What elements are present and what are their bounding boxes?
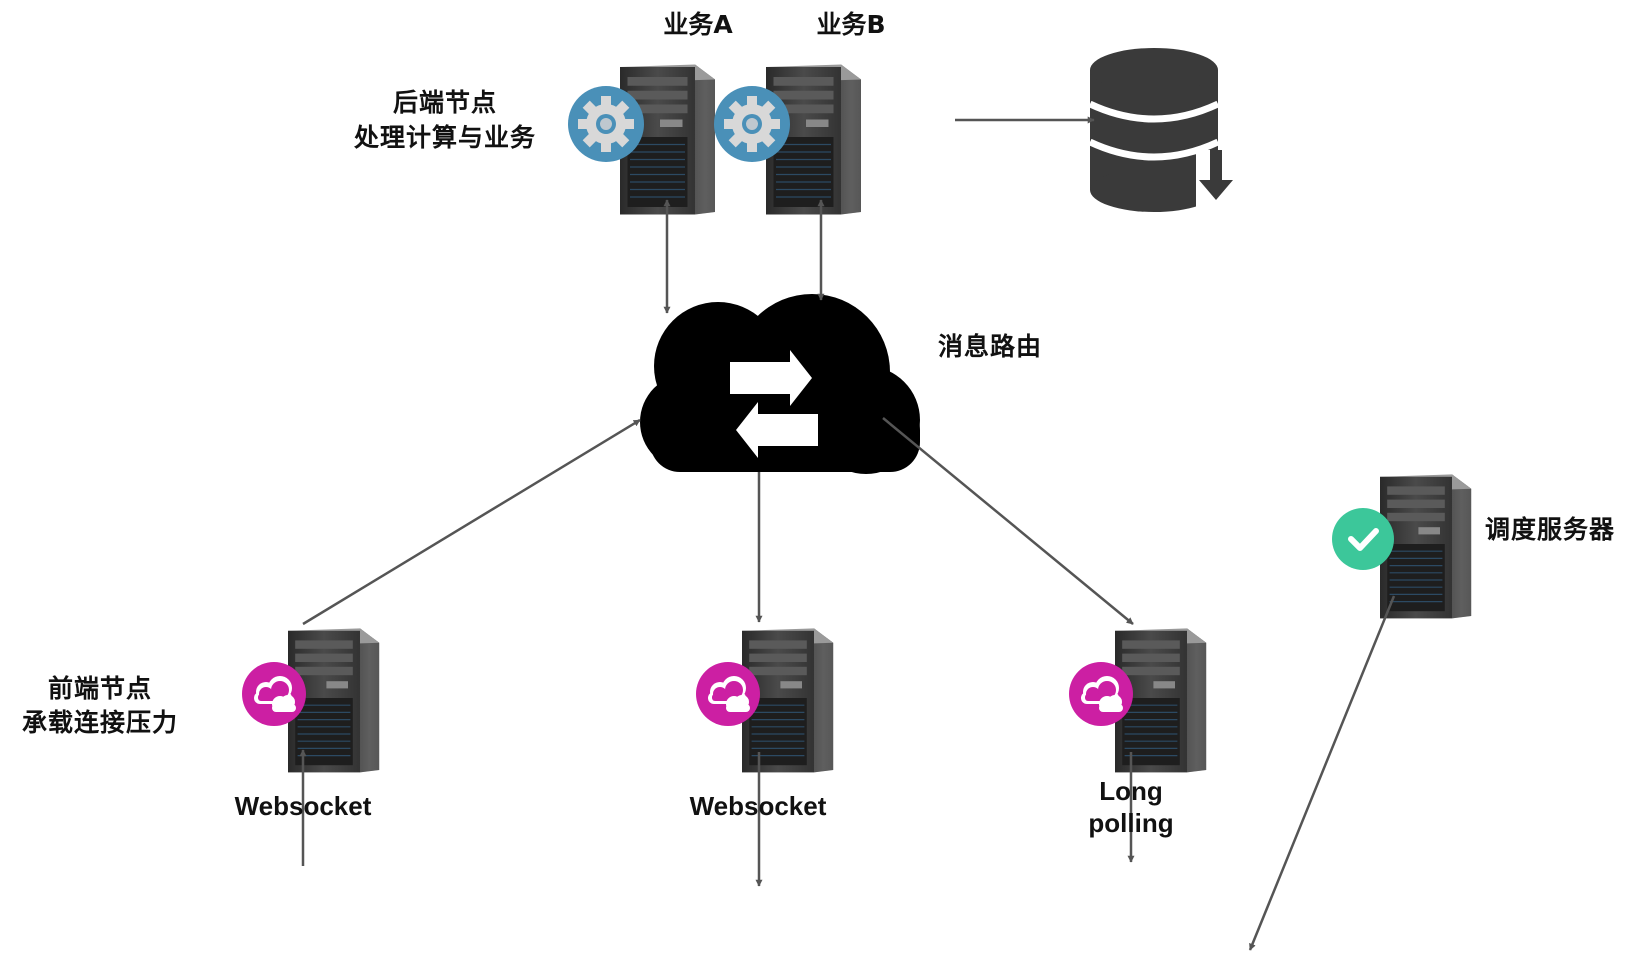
edge-scheduler-client — [1248, 595, 1396, 951]
frontend-description: 承载连接压力 — [21, 708, 178, 737]
gear-icon — [714, 86, 790, 162]
cloud-swap-icon — [640, 294, 920, 474]
protocol-label-3-line1: Long — [1099, 776, 1163, 806]
edge-frontend1-router — [302, 418, 641, 626]
check-icon — [1332, 508, 1394, 570]
frontend-title: 前端节点 — [47, 674, 152, 703]
protocol-label-1: Websocket — [234, 791, 372, 821]
cloud-icon — [242, 662, 306, 726]
database-download-icon — [1088, 48, 1236, 212]
service-b-label: 业务B — [816, 10, 886, 39]
backend-description: 处理计算与业务 — [353, 123, 536, 152]
cloud-icon — [1069, 662, 1133, 726]
scheduler-label: 调度服务器 — [1484, 515, 1615, 544]
protocol-label-3-line2: polling — [1088, 808, 1174, 838]
backend-title: 后端节点 — [392, 88, 497, 117]
service-a-label: 业务A — [663, 10, 733, 39]
edge-router-frontend3 — [882, 417, 1134, 625]
router-label: 消息路由 — [937, 332, 1042, 361]
gear-icon — [568, 86, 644, 162]
cloud-icon — [696, 662, 760, 726]
protocol-label-2: Websocket — [689, 791, 827, 821]
